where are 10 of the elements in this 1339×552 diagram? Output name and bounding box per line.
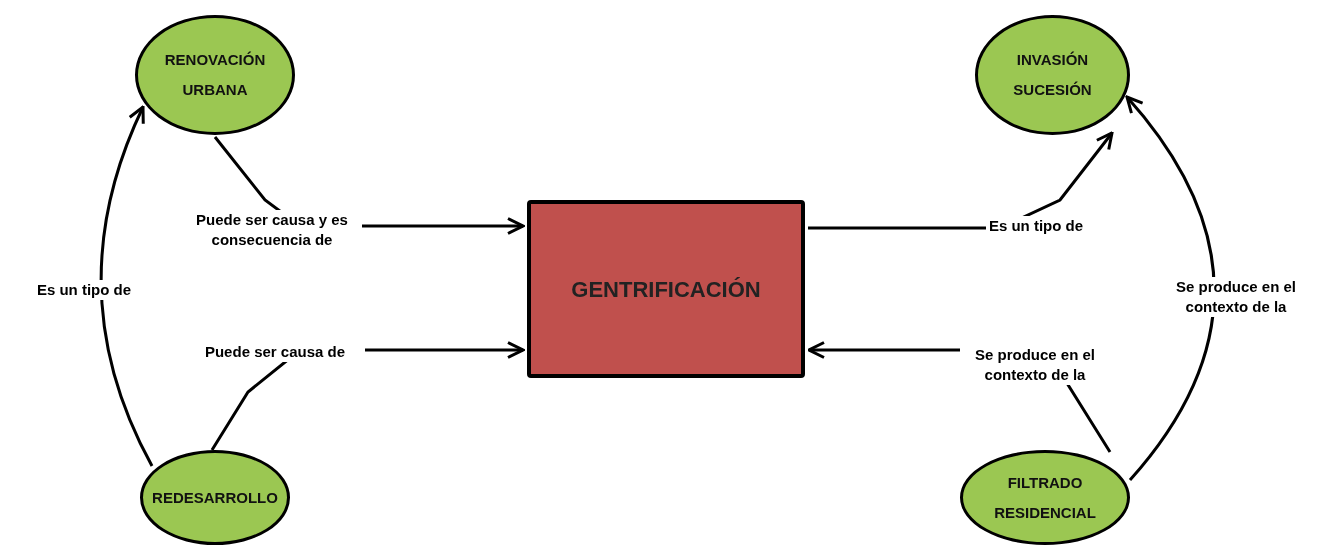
concept-box xyxy=(527,200,805,378)
edge-label: Es un tipo de xyxy=(986,216,1086,236)
node-label: GENTRIFICACIÓN xyxy=(571,275,761,304)
arrow xyxy=(1125,95,1216,481)
node-label: RENOVACIÓN URBANA xyxy=(163,50,267,100)
node-label: FILTRADO RESIDENCIAL xyxy=(993,472,1097,523)
node-label: REDESARROLLO xyxy=(151,487,279,508)
node-label: INVASIÓN SUCESIÓN xyxy=(1012,50,1093,100)
arrow xyxy=(808,131,1114,230)
arrow xyxy=(99,105,154,467)
